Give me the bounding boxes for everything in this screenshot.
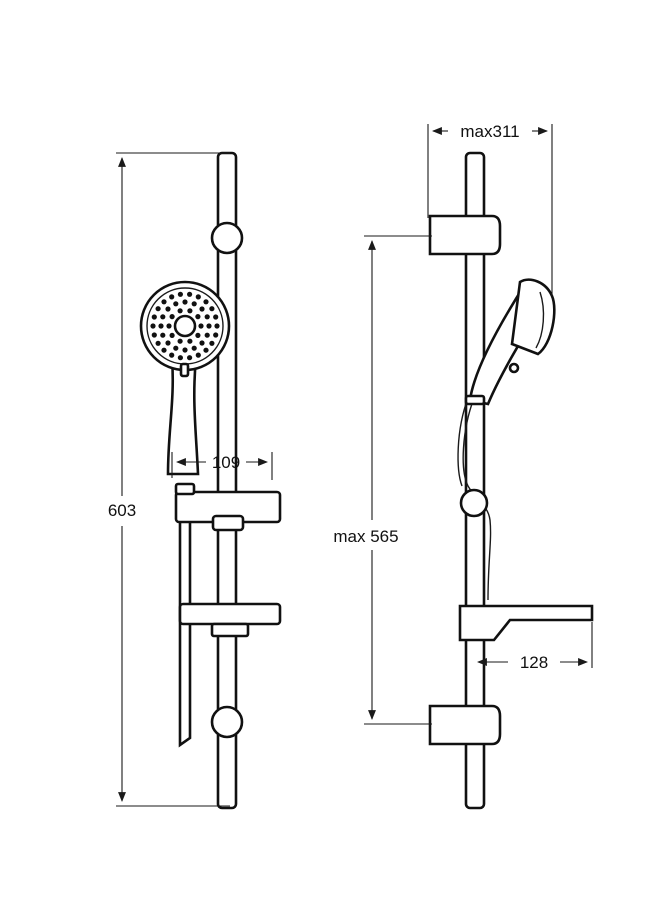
dim-handle-width-label: 109	[212, 453, 240, 472]
dim-total-height-label: 603	[108, 501, 136, 520]
side-slider-ball	[459, 488, 489, 518]
nozzle-dot	[169, 332, 175, 338]
front-shelf	[178, 602, 282, 626]
nozzle-dot	[173, 301, 179, 307]
nozzle-dot	[155, 340, 161, 346]
nozzle-dot	[191, 345, 197, 351]
nozzle-dot	[161, 299, 167, 305]
nozzle-dot	[160, 332, 166, 338]
shower-head-center	[173, 314, 197, 338]
side-shelf	[458, 604, 594, 642]
nozzle-dot	[177, 338, 183, 344]
shower-head-button	[179, 362, 190, 378]
nozzle-dot	[182, 299, 188, 305]
dim-shelf-depth-label: 128	[520, 653, 548, 672]
front-top-bracket	[210, 221, 244, 255]
front-slider-knob	[211, 514, 245, 532]
nozzle-dot	[204, 332, 210, 338]
front-hose	[178, 515, 192, 748]
front-slider-tab	[174, 482, 196, 496]
nozzle-dot	[204, 314, 210, 320]
nozzle-dot	[213, 332, 219, 338]
nozzle-dot	[198, 323, 204, 329]
side-shower-head-button	[508, 362, 520, 374]
dim-projection-label: max311	[460, 122, 519, 141]
nozzle-dot	[195, 332, 201, 338]
nozzle-dot	[177, 355, 183, 361]
nozzle-dot	[166, 323, 172, 329]
nozzle-dot	[213, 314, 219, 320]
dim-handle-width: 109	[171, 452, 273, 480]
nozzle-dot	[206, 323, 212, 329]
nozzle-dot	[158, 323, 164, 329]
nozzle-dot	[173, 345, 179, 351]
nozzle-dot	[203, 347, 209, 353]
front-shelf-clamp	[210, 622, 250, 638]
side-top-bracket	[428, 214, 502, 256]
nozzle-dot	[169, 352, 175, 358]
nozzle-dot	[209, 340, 215, 346]
nozzle-dot	[161, 347, 167, 353]
nozzle-dot	[165, 340, 171, 346]
nozzle-dot	[195, 352, 201, 358]
side-bottom-bracket	[428, 704, 502, 746]
nozzle-dot	[165, 306, 171, 312]
nozzle-dot	[150, 323, 156, 329]
shower-head-nozzles	[150, 291, 220, 361]
nozzle-dot	[169, 314, 175, 320]
dim-projection: max311	[427, 122, 553, 296]
dim-total-height: 603	[100, 152, 230, 807]
nozzle-dot	[182, 347, 188, 353]
nozzle-dot	[177, 308, 183, 314]
nozzle-dot	[191, 301, 197, 307]
side-shower-head	[510, 278, 556, 356]
nozzle-dot	[151, 332, 157, 338]
dim-shelf-depth: 128	[477, 622, 593, 672]
nozzle-dot	[199, 306, 205, 312]
front-handle	[166, 356, 200, 476]
nozzle-dot	[187, 355, 193, 361]
nozzle-dot	[209, 306, 215, 312]
nozzle-dot	[169, 294, 175, 300]
nozzle-dot	[195, 294, 201, 300]
nozzle-dot	[187, 338, 193, 344]
nozzle-dot	[151, 314, 157, 320]
dim-slide-range-label: max 565	[333, 527, 398, 546]
side-hose-outer	[457, 397, 469, 487]
side-hose-clip	[464, 394, 486, 406]
side-view	[428, 151, 594, 810]
nozzle-dot	[187, 291, 193, 297]
dim-slide-range: max 565	[326, 235, 432, 725]
front-view	[139, 151, 282, 810]
nozzle-dot	[203, 299, 209, 305]
side-shower-head-face	[535, 291, 545, 349]
front-bottom-bracket	[210, 705, 244, 739]
nozzle-dot	[160, 314, 166, 320]
nozzle-dot	[187, 308, 193, 314]
nozzle-dot	[177, 291, 183, 297]
nozzle-dot	[214, 323, 220, 329]
nozzle-dot	[199, 340, 205, 346]
nozzle-dot	[155, 306, 161, 312]
nozzle-dot	[195, 314, 201, 320]
